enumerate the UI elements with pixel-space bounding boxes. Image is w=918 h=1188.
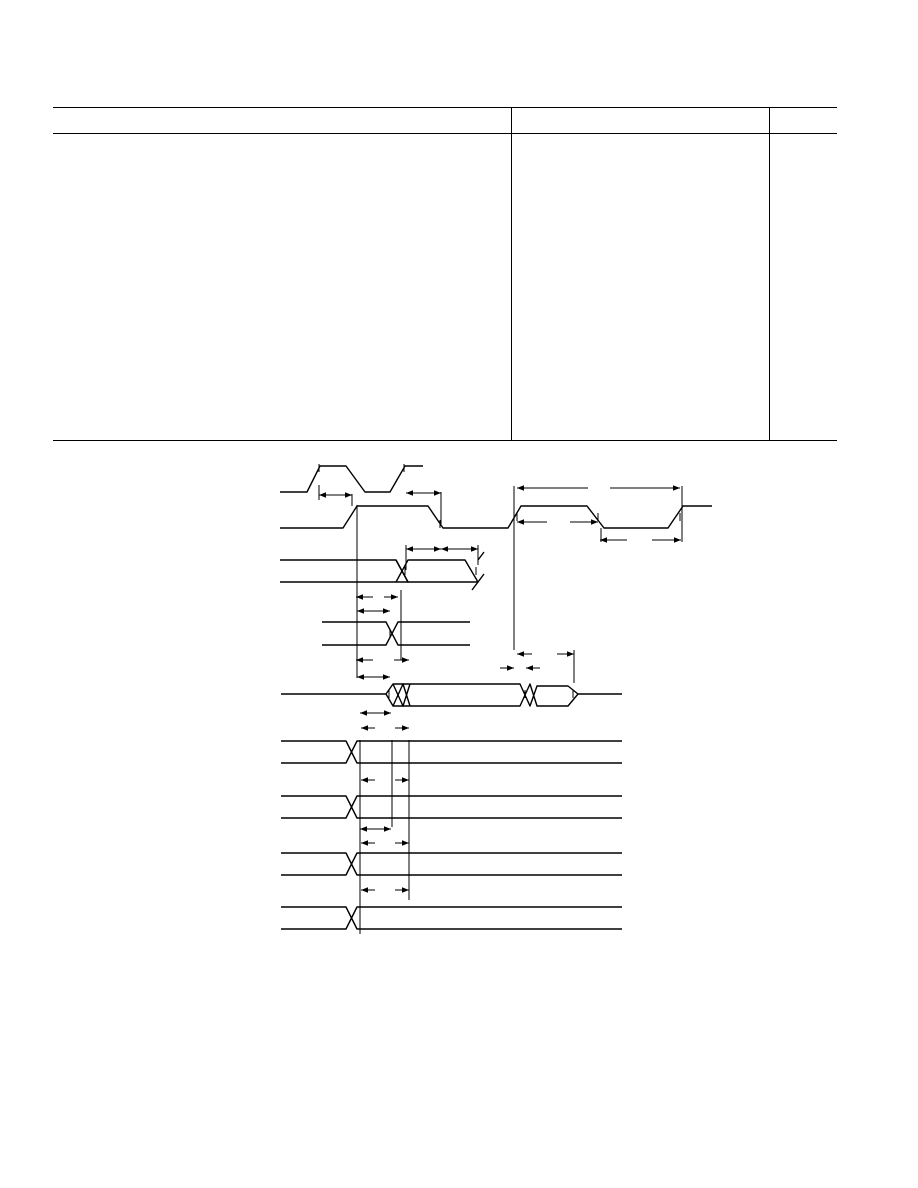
table-column-divider [511, 107, 512, 440]
data-out-lower [385, 683, 579, 707]
clock-waveform [280, 465, 423, 493]
data-out-crossover [392, 683, 411, 707]
data-out-crossover [392, 683, 411, 707]
signal-8-upper [281, 852, 622, 876]
table-header-rule [53, 133, 837, 134]
signal-7-lower [281, 795, 622, 819]
signal-9-lower [281, 906, 622, 930]
strobe-waveform [280, 505, 712, 529]
bus-valid-window [395, 559, 479, 583]
bus-waveform-line [280, 559, 409, 583]
data-out-upper [281, 683, 622, 707]
table-column-divider [769, 107, 770, 440]
bus-crossover [471, 573, 485, 591]
signal-6-lower [281, 740, 622, 764]
signal-4-upper [322, 621, 470, 646]
signal-6-upper [281, 740, 622, 764]
spec-table [53, 107, 837, 441]
signal-7-upper [281, 795, 622, 819]
signal-9-upper [281, 906, 622, 930]
signal-8-lower [281, 852, 622, 876]
table-top-rule [53, 107, 837, 108]
table-bottom-rule [53, 440, 837, 441]
bus-crossover [477, 551, 485, 561]
